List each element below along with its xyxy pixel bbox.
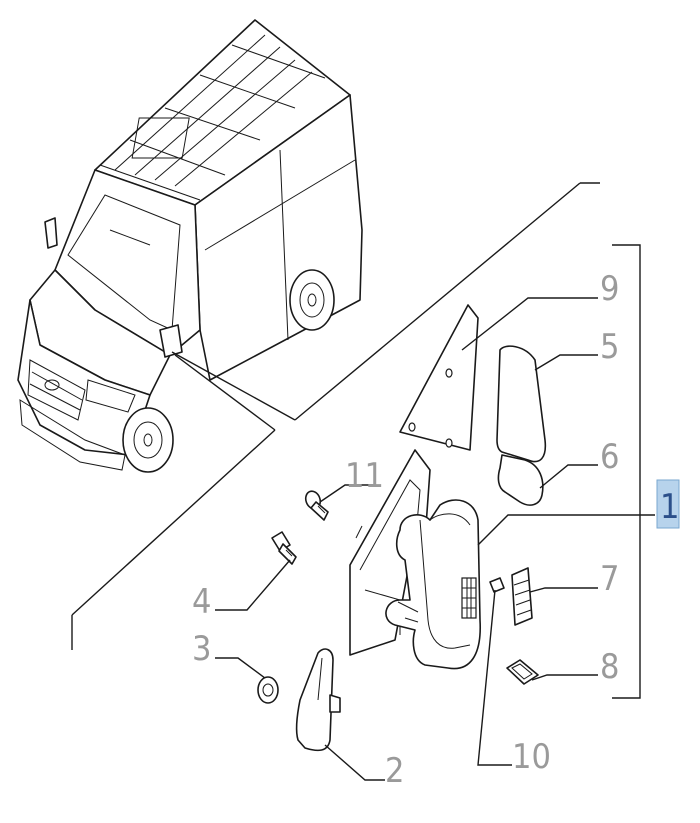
callout-3[interactable]: 3 [192,629,211,669]
callout-labels: 1 2 3 4 5 6 7 8 9 10 11 [192,269,680,791]
part-5-mirror-glass [496,345,547,463]
part-2-cover [295,648,341,752]
part-4-bolt [271,531,297,565]
callout-4[interactable]: 4 [192,582,211,622]
van-illustration [17,19,363,473]
part-8-small-lamp [506,659,539,685]
callout-5[interactable]: 5 [600,327,619,367]
part-6-lower-glass [497,454,544,506]
callout-6[interactable]: 6 [600,437,619,477]
part-11-screw [304,490,329,521]
callout-9[interactable]: 9 [600,269,619,309]
callout-7[interactable]: 7 [600,559,619,599]
part-3-nut [257,676,279,704]
part-9-mounting-plate [399,304,479,451]
callout-10[interactable]: 10 [512,737,551,777]
part-1-mirror-housing [385,499,481,670]
part-7-side-lamp [511,567,533,626]
leader-lines [215,244,655,781]
callout-2[interactable]: 2 [385,751,404,791]
callout-1-highlight [656,479,680,529]
part-10-clip [489,577,505,593]
callout-8[interactable]: 8 [600,647,619,687]
callout-1[interactable]: 1 [660,487,679,527]
zoom-lines [71,182,600,650]
callout-11[interactable]: 11 [345,456,384,496]
